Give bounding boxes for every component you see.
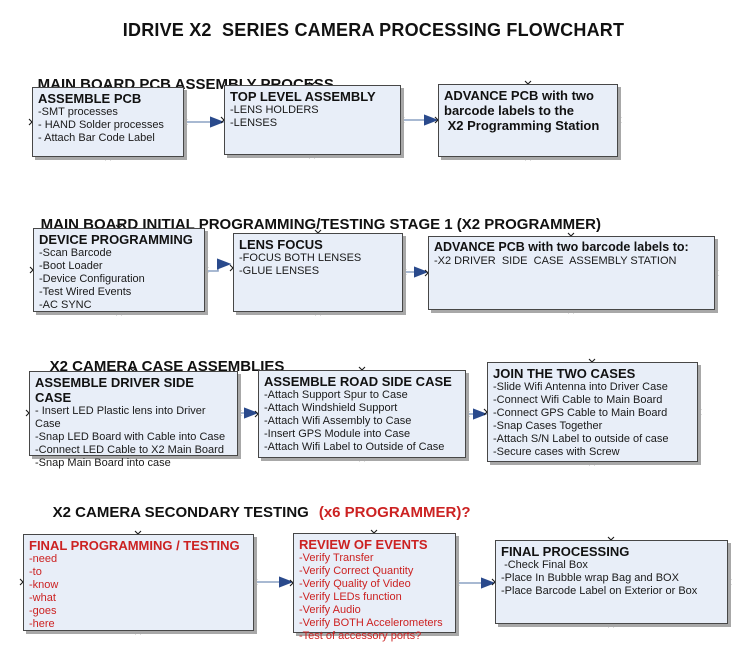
box-title: REVIEW OF EVENTS	[299, 537, 428, 552]
box-title: ADVANCE PCB with two barcode labels to:	[434, 240, 689, 254]
box-item: -Connect Wifi Cable to Main Board	[493, 394, 663, 406]
flow-box-device-programming: DEVICE PROGRAMMING -Scan Barcode -Boot L…	[33, 228, 205, 312]
flow-box-lens-focus: LENS FOCUS -FOCUS BOTH LENSES -GLUE LENS…	[233, 233, 403, 312]
flow-box-top-level-assembly: TOP LEVEL ASSEMBLY -LENS HOLDERS -LENSES	[224, 85, 401, 155]
box-item: -Device Configuration	[39, 273, 145, 285]
box-title: FINAL PROCESSING	[501, 544, 630, 559]
box-item: -Secure cases with Screw	[493, 446, 620, 458]
box-item: -Verify Quality of Video	[299, 578, 411, 590]
box-item: -Attach Wifi Assembly to Case	[264, 415, 412, 427]
flow-box-join-the-two-cases: JOIN THE TWO CASES -Slide Wifi Antenna i…	[487, 362, 698, 462]
box-item: -Slide Wifi Antenna into Driver Case	[493, 381, 668, 393]
box-item: -Test of accessory ports?	[299, 630, 422, 642]
box-item: barcode labels to the	[444, 103, 575, 118]
box-title: TOP LEVEL ASSEMBLY	[230, 89, 376, 104]
flowchart-title: IDRIVE X2 SERIES CAMERA PROCESSING FLOWC…	[122, 20, 625, 40]
flow-box-assemble-road-side-case: ASSEMBLE ROAD SIDE CASE -Attach Support …	[258, 370, 466, 458]
box-item: -Place In Bubble wrap Bag and BOX	[501, 572, 679, 584]
box-item: -Attach S/N Label to outside of case	[493, 433, 669, 445]
box-item: -Boot Loader	[39, 260, 103, 272]
box-title: LENS FOCUS	[239, 237, 323, 252]
box-item: -Attach Support Spur to Case	[264, 389, 408, 401]
box-item: -Attach Wifi Label to Outside of Case	[264, 441, 445, 453]
box-item: -here	[29, 618, 55, 630]
box-item: -goes	[29, 605, 57, 617]
box-item: -Snap LED Board with Cable into Case	[35, 431, 226, 443]
section-heading-text: X2 CAMERA SECONDARY TESTING	[52, 504, 309, 521]
box-item: -Connect LED Cable to X2 Main Board	[35, 444, 224, 456]
box-item: -Snap Cases Together	[493, 420, 603, 432]
box-item: - Attach Bar Code Label	[38, 132, 155, 144]
box-item: -to	[29, 566, 42, 578]
box-item: -Scan Barcode	[39, 247, 112, 259]
box-item: -know	[29, 579, 59, 591]
box-item: -Attach Windshield Support	[264, 402, 398, 414]
box-item: -GLUE LENSES	[239, 265, 320, 277]
box-item: -Test Wired Events	[39, 286, 132, 298]
box-title: ASSEMBLE PCB	[38, 91, 142, 106]
box-item: -Connect GPS Cable to Main Board	[493, 407, 668, 419]
flow-box-advance-pcb-driver-station: ADVANCE PCB with two barcode labels to: …	[428, 236, 715, 310]
box-title: ASSEMBLE ROAD SIDE CASE	[264, 374, 452, 389]
box-item: -SMT processes	[38, 106, 118, 118]
connector-arrow	[205, 258, 232, 272]
box-title: ASSEMBLE DRIVER SIDE CASE	[35, 375, 198, 405]
box-title: DEVICE PROGRAMMING	[39, 232, 193, 247]
flow-box-final-programming-testing: FINAL PROGRAMMING / TESTING -need -to -k…	[23, 534, 254, 631]
box-item: -AC SYNC	[39, 299, 92, 311]
flow-box-review-of-events: REVIEW OF EVENTS -Verify Transfer -Verif…	[293, 533, 456, 642]
box-item: -LENS HOLDERS	[230, 104, 319, 116]
box-item: - HAND Solder processes	[38, 119, 164, 131]
box-item: -X2 DRIVER SIDE CASE ASSEMBLY STATION	[434, 255, 677, 267]
flow-box-assemble-pcb: ASSEMBLE PCB -SMT processes - HAND Solde…	[32, 87, 184, 157]
flow-box-advance-pcb-programming-station: ADVANCE PCB with two barcode labels to t…	[438, 84, 618, 157]
box-title: ADVANCE PCB with two	[444, 88, 594, 103]
box-item: -Check Final Box	[501, 559, 588, 571]
box-item: -Insert GPS Module into Case	[264, 428, 411, 440]
box-item: -Verify LEDs function	[299, 591, 402, 603]
flow-box-final-processing: FINAL PROCESSING -Check Final Box -Place…	[495, 540, 728, 624]
box-item: -what	[29, 592, 56, 604]
box-item: -Verify Transfer	[299, 552, 374, 564]
box-item: -FOCUS BOTH LENSES	[239, 252, 362, 264]
section-heading-secondary-testing: X2 CAMERA SECONDARY TESTING (x6 PROGRAMME…	[36, 487, 471, 538]
box-item: X2 Programming Station	[444, 118, 600, 133]
box-item: -Verify Audio	[299, 604, 361, 616]
box-title: FINAL PROGRAMMING / TESTING	[29, 538, 240, 553]
box-item: -need	[29, 553, 58, 565]
box-item: - Insert LED Plastic lens into Driver Ca…	[35, 405, 209, 430]
box-item: -Snap Main Board into case	[35, 457, 171, 469]
box-item: -Verify BOTH Accelerometers	[299, 617, 443, 629]
box-title: JOIN THE TWO CASES	[493, 366, 636, 381]
box-item: -Place Barcode Label on Exterior or Box	[501, 585, 698, 597]
box-item: -Verify Correct Quantity	[299, 565, 414, 577]
flow-box-assemble-driver-side-case: ASSEMBLE DRIVER SIDE CASE - Insert LED P…	[29, 371, 238, 469]
box-item: -LENSES	[230, 117, 278, 129]
section-heading-accent: (x6 PROGRAMMER)?	[318, 504, 471, 521]
